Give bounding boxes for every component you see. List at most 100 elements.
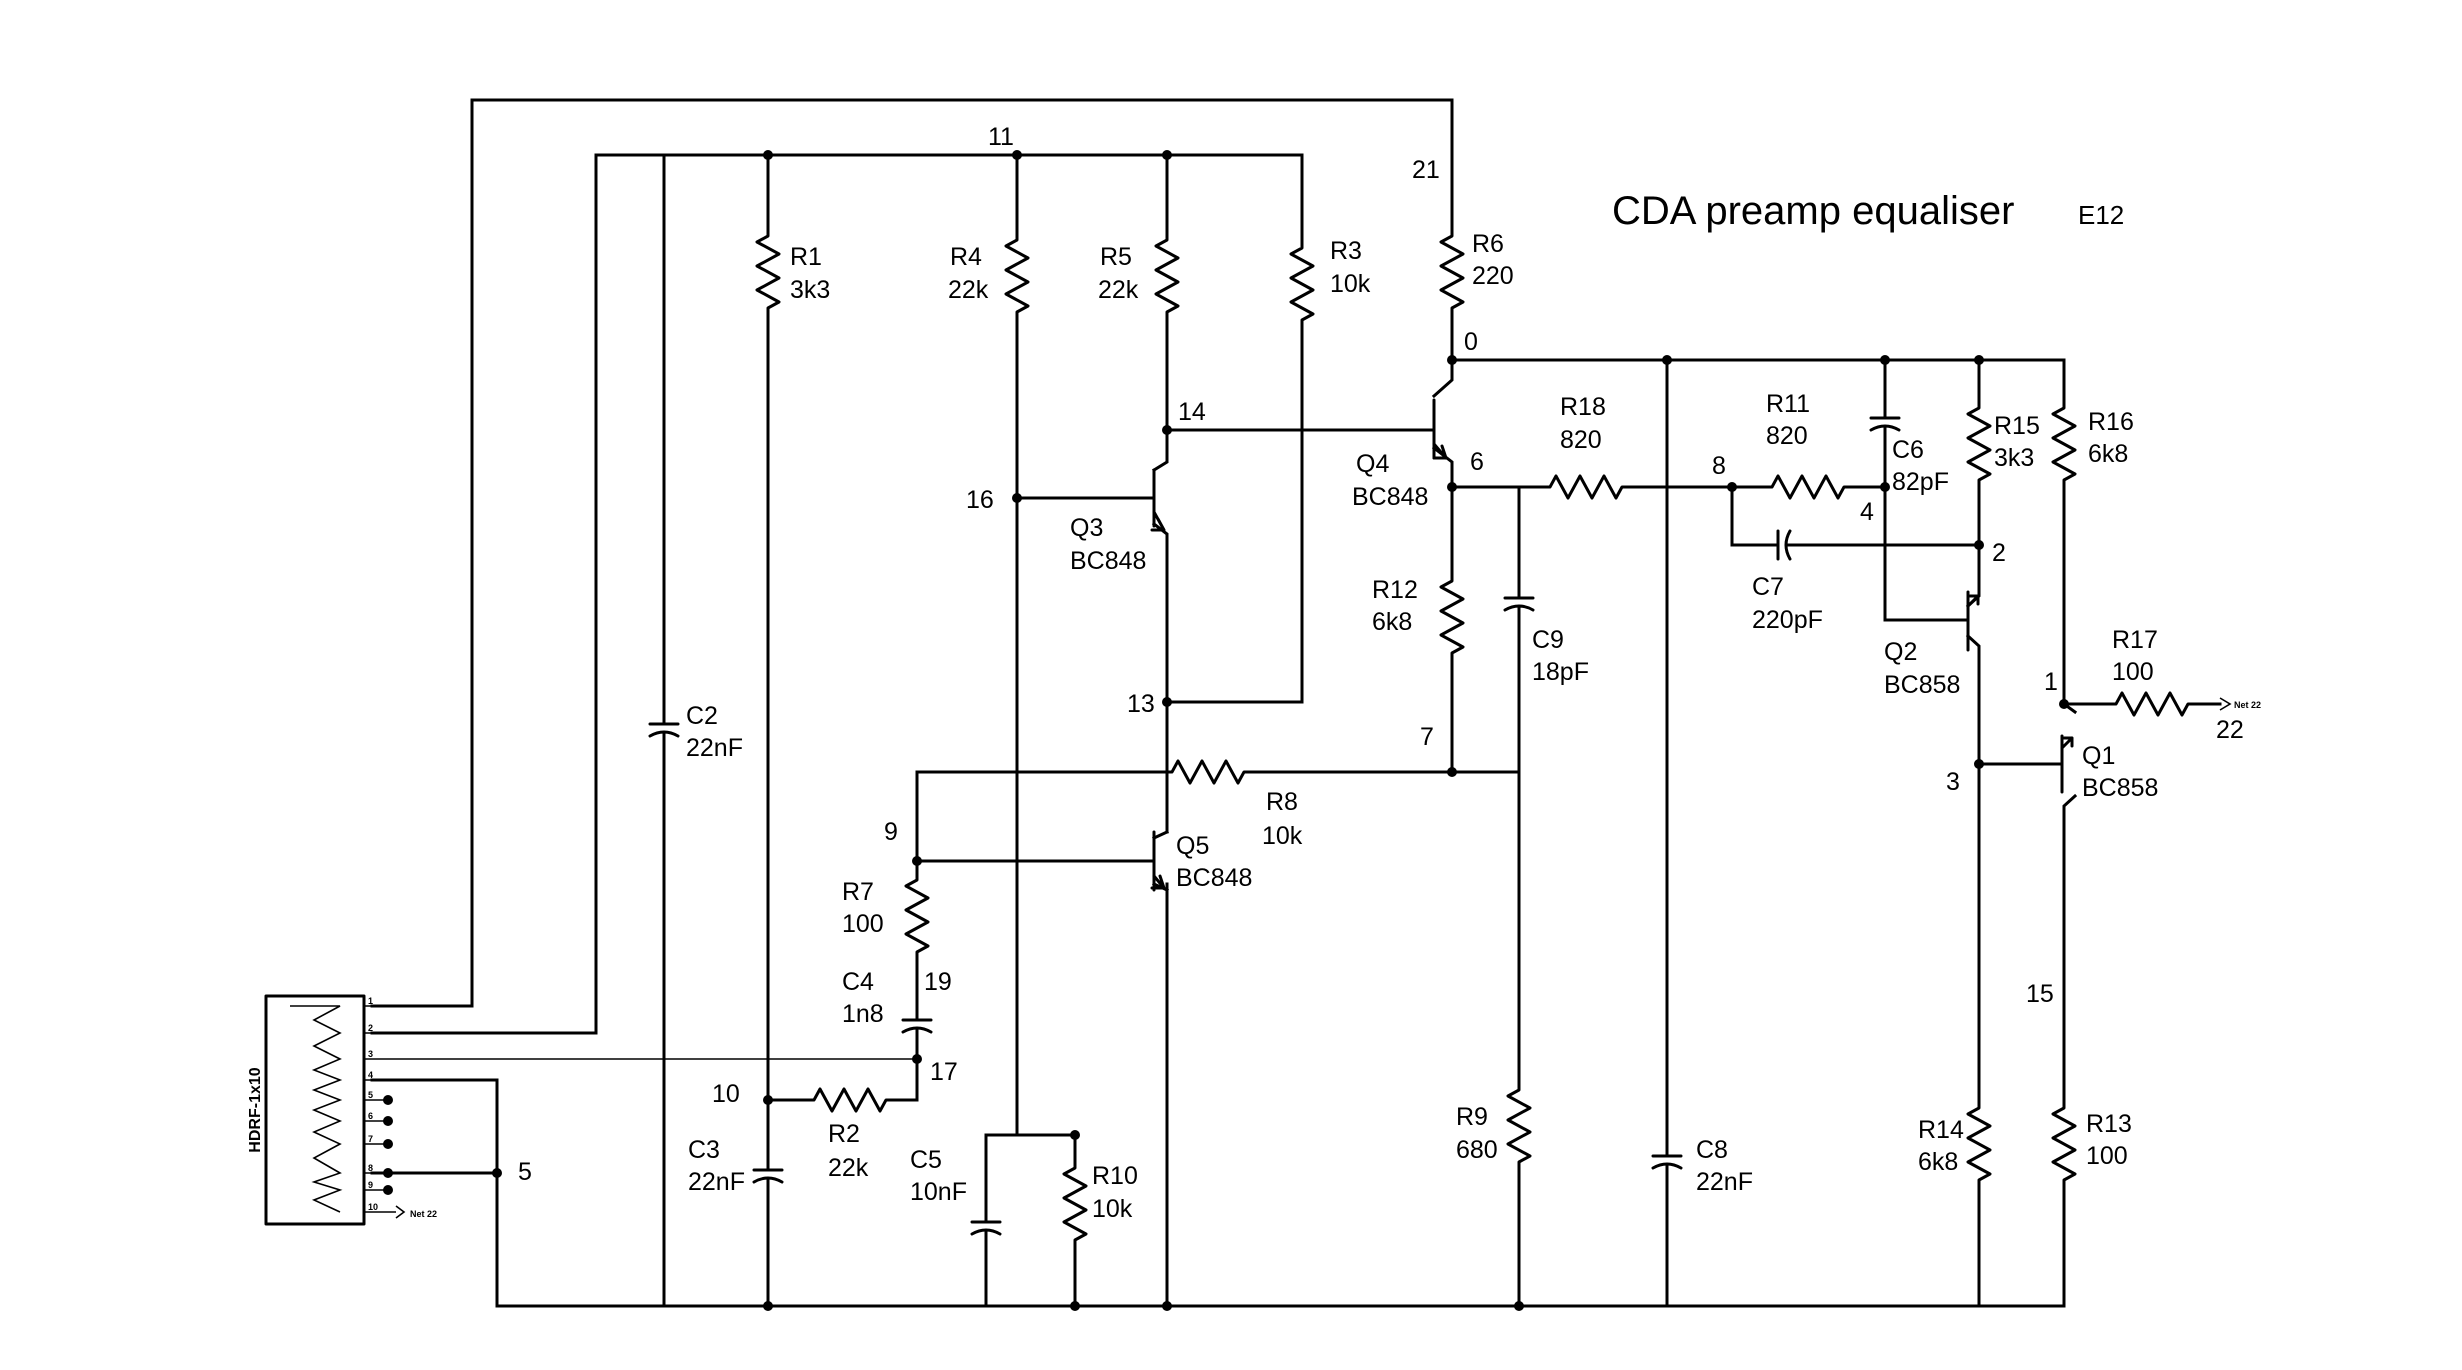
- wire-q1c-node15: [2062, 793, 2078, 1102]
- r16-value: 6k8: [2088, 440, 2128, 468]
- r7-value: 100: [842, 910, 884, 938]
- connector-pin-10: 10: [368, 1202, 378, 1212]
- junction: [1162, 150, 1172, 160]
- node-17: 17: [930, 1058, 958, 1086]
- r14-ref: R14: [1918, 1116, 1964, 1144]
- connector-pin-9: 9: [368, 1180, 373, 1190]
- q1-value: BC858: [2082, 774, 2158, 802]
- junction: [1012, 150, 1022, 160]
- r11-ref: R11: [1766, 390, 1810, 418]
- resistor-r7: [904, 870, 930, 962]
- wire-q2c-node3: [1965, 633, 2048, 766]
- junction: [1514, 1301, 1524, 1311]
- r6-ref: R6: [1472, 230, 1504, 258]
- capacitor-c8: [1651, 1130, 1683, 1190]
- node-10: 10: [712, 1080, 740, 1108]
- capacitor-c2: [648, 698, 680, 758]
- r15-ref: R15: [1994, 412, 2040, 440]
- r9-value: 680: [1456, 1136, 1498, 1164]
- node-6: 6: [1470, 448, 1484, 476]
- connector-body: [264, 994, 366, 1226]
- wire-r16-node1: [2062, 486, 2078, 715]
- junction: [1880, 482, 1890, 492]
- junction: [2059, 699, 2069, 709]
- r13-ref: R13: [2086, 1110, 2132, 1138]
- capacitor-c9: [1503, 572, 1535, 632]
- node-2: 2: [1992, 539, 2006, 567]
- connector-pin-8: 8: [368, 1163, 373, 1173]
- junction: [1162, 1301, 1172, 1311]
- r10-value: 10k: [1092, 1195, 1133, 1223]
- node-0: 0: [1464, 328, 1478, 356]
- node-15: 15: [2026, 980, 2054, 1008]
- capacitor-c7: [1752, 529, 1812, 561]
- r10-ref: R10: [1092, 1162, 1138, 1190]
- c8-ref: C8: [1696, 1136, 1728, 1164]
- q1-ref: Q1: [2082, 742, 2115, 770]
- wire-q5-collector: [1152, 830, 1169, 840]
- resistor-r9: [1506, 1080, 1532, 1172]
- wire-net-21: [370, 98, 1454, 1008]
- wire-r1-node10: [766, 314, 808, 1102]
- transistor-q3: [1136, 468, 1166, 532]
- c3-value: 22nF: [688, 1168, 745, 1196]
- transistor-q2: [1954, 590, 1980, 652]
- junction: [1162, 425, 1172, 435]
- connector-net-tag: Net 22: [410, 1209, 437, 1219]
- q3-ref: Q3: [1070, 514, 1103, 542]
- connector-ref-label: HDRF-1x10: [247, 1067, 264, 1152]
- junction: [763, 1095, 773, 1105]
- wire-node4-q2b: [1883, 485, 1958, 622]
- r7-ref: R7: [842, 878, 874, 906]
- node-14: 14: [1178, 398, 1206, 426]
- q2-value: BC858: [1884, 671, 1960, 699]
- transistor-q1: [2044, 734, 2074, 794]
- c5-ref: C5: [910, 1146, 942, 1174]
- junction: [763, 150, 773, 160]
- connector-pin-6: 6: [368, 1111, 373, 1121]
- r14-value: 6k8: [1918, 1148, 1958, 1176]
- junction: [1070, 1301, 1080, 1311]
- wire-r4-node16: [1015, 318, 1077, 1162]
- node-labels: 11 21 0 14 16 6 8 4 2 13 7 1 22 3 9 19 1…: [518, 123, 2244, 1186]
- resistor-r17: [2106, 691, 2198, 717]
- junction: [1447, 482, 1457, 492]
- junction: [1662, 355, 1672, 365]
- q4-value: BC848: [1352, 483, 1428, 511]
- r8-ref: R8: [1266, 788, 1298, 816]
- junction: [1070, 1130, 1080, 1140]
- junctions: [492, 150, 2069, 1311]
- resistor-r6: [1439, 226, 1465, 318]
- wire-r3-node13: [1165, 326, 1304, 704]
- junction: [492, 1168, 502, 1178]
- q5-value: BC848: [1176, 864, 1252, 892]
- resistor-r5: [1154, 230, 1180, 322]
- node-22: 22: [2216, 716, 2244, 744]
- resistor-r8: [1162, 759, 1254, 785]
- r4-ref: R4: [950, 243, 982, 271]
- r18-value: 820: [1560, 426, 1602, 454]
- output-net-tag: Net 22: [2234, 700, 2261, 710]
- node-8: 8: [1712, 452, 1726, 480]
- r1-ref: R1: [790, 243, 822, 271]
- c6-ref: C6: [1892, 436, 1924, 464]
- connector-pin-2: 2: [368, 1023, 373, 1033]
- junction: [763, 1301, 773, 1311]
- junction: [1447, 355, 1457, 365]
- r8-value: 10k: [1262, 822, 1303, 850]
- r2-ref: R2: [828, 1120, 860, 1148]
- wire-node8-c7: [1730, 485, 1756, 547]
- c4-ref: C4: [842, 968, 874, 996]
- resistor-r10: [1062, 1158, 1088, 1250]
- c6-value: 82pF: [1892, 468, 1949, 496]
- node-13: 13: [1127, 690, 1155, 718]
- c3-ref: C3: [688, 1136, 720, 1164]
- junction: [1162, 697, 1172, 707]
- c7-value: 220pF: [1752, 606, 1823, 634]
- r17-ref: R17: [2112, 626, 2158, 654]
- junction: [1880, 355, 1890, 365]
- resistor-r3: [1289, 238, 1315, 330]
- diagram-title: CDA preamp equaliser: [1612, 189, 2014, 233]
- transistor-q4: [1416, 398, 1448, 460]
- wire-connector-pin4: [370, 1078, 499, 1308]
